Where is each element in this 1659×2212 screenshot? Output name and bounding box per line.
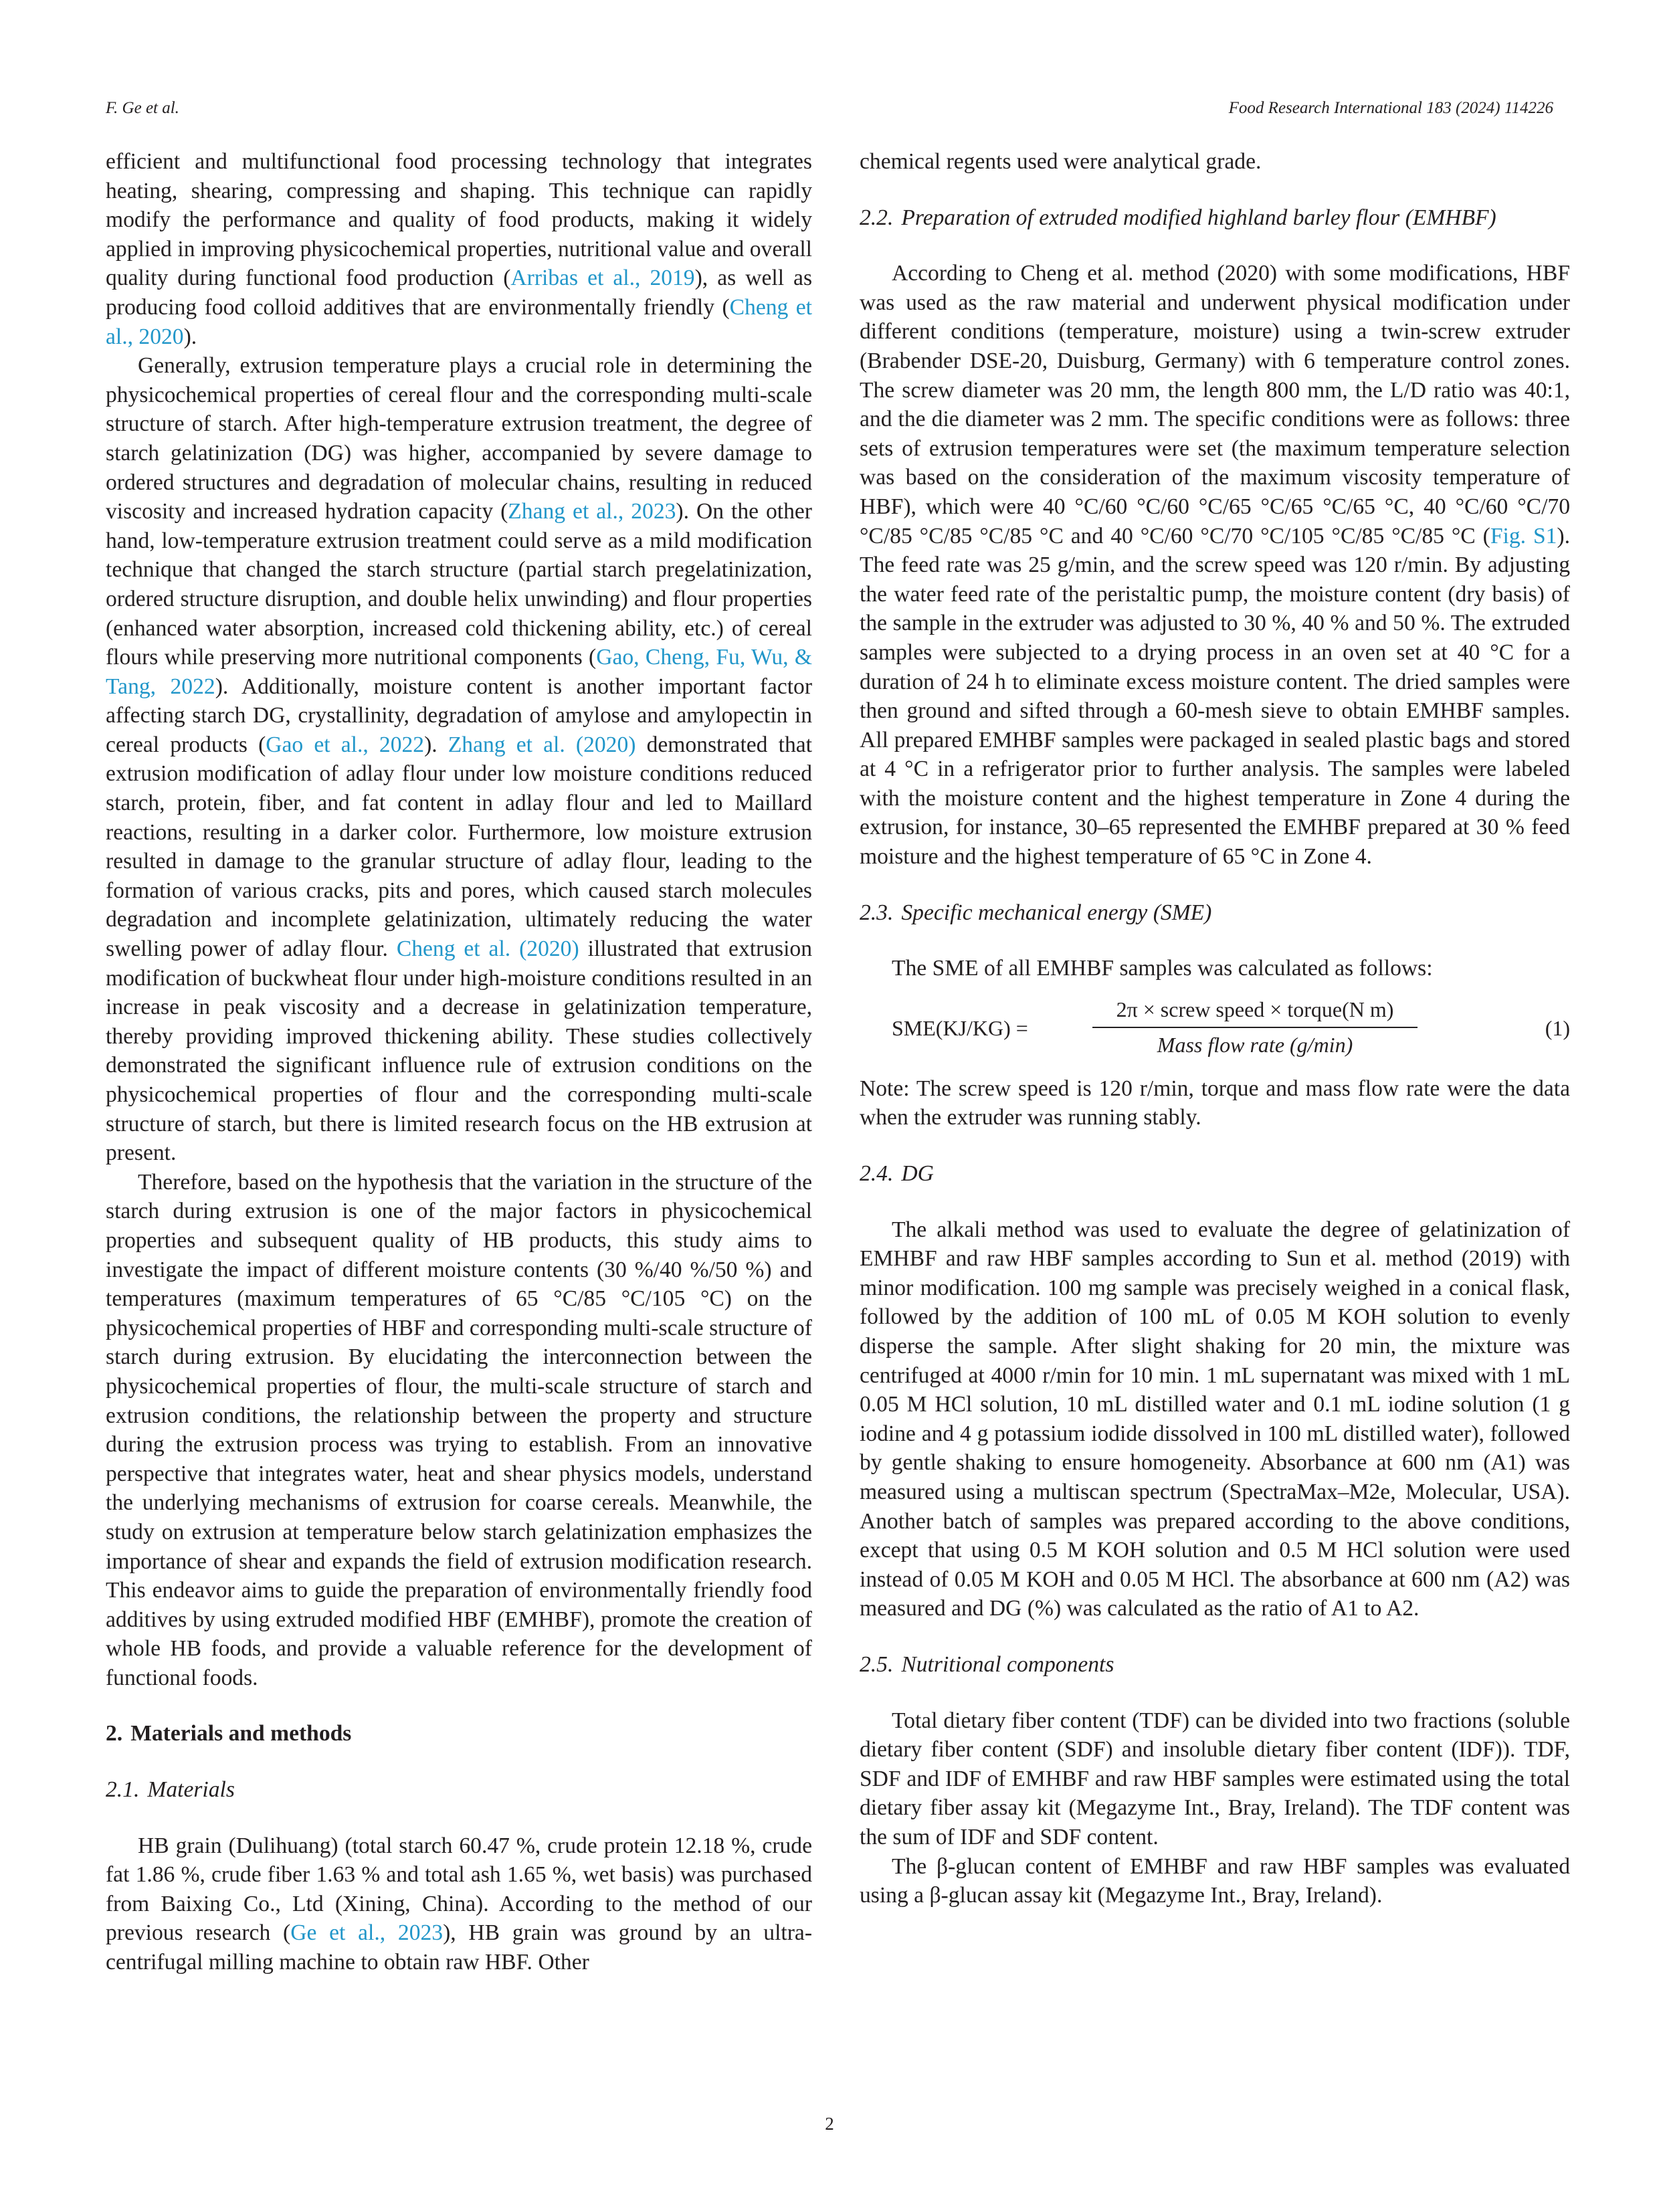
equation-denominator: Mass flow rate (g/min): [1157, 1033, 1353, 1058]
citation-link[interactable]: Cheng et al., 2020: [106, 294, 813, 349]
paragraph: Total dietary fiber content (TDF) can be…: [860, 1708, 1570, 1849]
citation-link[interactable]: Cheng et al. (2020): [396, 936, 579, 962]
subsection-heading: 2.2.Preparation of extruded modified hig…: [860, 205, 1496, 230]
paragraph: The β-glucan content of EMHBF and raw HB…: [860, 1853, 1570, 1908]
running-header-journal: Food Research International 183 (2024) 1…: [1228, 99, 1553, 117]
paragraph: Note: The screw speed is 120 r/min, torq…: [860, 1076, 1570, 1130]
paragraph: The SME of all EMHBF samples was calcula…: [892, 956, 1433, 981]
paragraph: HB grain (Dulihuang) (total starch 60.47…: [106, 1833, 813, 1975]
equation-numerator: 2π × screw speed × torque(N m): [1092, 995, 1418, 1029]
subsection-heading: 2.3.Specific mechanical energy (SME): [860, 900, 1212, 925]
left-column: efficient and multifunctional food proce…: [106, 147, 812, 1977]
citation-link[interactable]: Zhang et al., 2023: [508, 499, 676, 524]
citation-link[interactable]: Gao, Cheng, Fu, Wu, & Tang, 2022: [106, 645, 812, 699]
citation-link[interactable]: Arribas et al., 2019: [510, 266, 695, 291]
citation-link[interactable]: Ge et al., 2023: [290, 1920, 444, 1946]
paragraph: Generally, extrusion temperature plays a…: [106, 353, 813, 1166]
figure-link[interactable]: Fig. S1: [1490, 523, 1557, 548]
equation-lhs: SME(KJ/KG) =: [892, 1015, 1028, 1040]
paragraph: chemical regents used were analytical gr…: [860, 149, 1262, 174]
page-number: 2: [825, 2114, 834, 2134]
equation-fraction: 2π × screw speed × torque(N m) Mass flow…: [1092, 995, 1418, 1060]
subsection-heading: 2.5.Nutritional components: [860, 1651, 1114, 1677]
paragraph: According to Cheng et al. method (2020) …: [860, 261, 1570, 870]
subsection-heading: 2.4.DG: [860, 1161, 934, 1187]
paragraph: The alkali method was used to evaluate t…: [860, 1217, 1570, 1621]
citation-link[interactable]: Zhang et al. (2020): [448, 732, 636, 757]
equation: SME(KJ/KG) = 2π × screw speed × torque(N…: [860, 995, 1570, 1060]
section-heading: 2.Materials and methods: [106, 1721, 352, 1746]
running-header-authors: F. Ge et al.: [106, 99, 179, 117]
paragraph: Therefore, based on the hypothesis that …: [106, 1169, 812, 1690]
citation-link[interactable]: Gao et al., 2022: [266, 732, 425, 757]
equation-number: (1): [1545, 1015, 1570, 1040]
subsection-heading: 2.1.Materials: [106, 1777, 235, 1803]
right-column: chemical regents used were analytical gr…: [860, 147, 1570, 1910]
paragraph: efficient and multifunctional food proce…: [106, 149, 813, 349]
